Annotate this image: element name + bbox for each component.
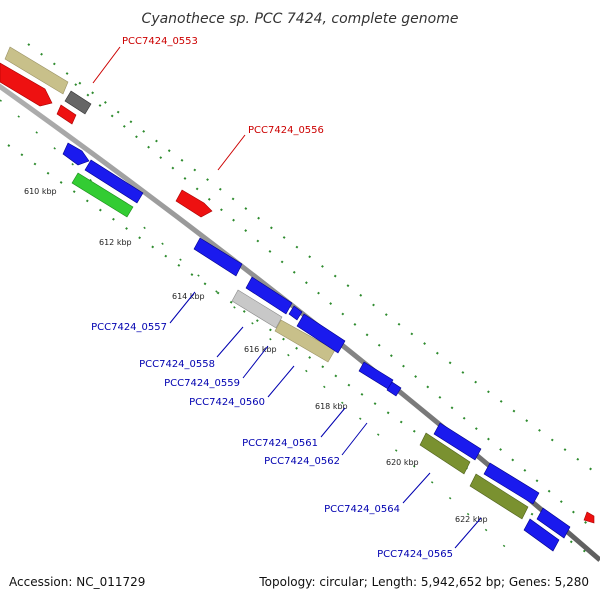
gene-red-end[interactable] bbox=[583, 511, 595, 524]
gene-lightgray-0558[interactable] bbox=[231, 289, 283, 329]
scale-label: 616 kbp bbox=[244, 345, 277, 354]
gene-label-0556[interactable]: PCC7424_0556 bbox=[248, 125, 324, 136]
gene-red-0556[interactable] bbox=[175, 189, 213, 218]
gene-label-0559[interactable]: PCC7424_0559 bbox=[164, 378, 240, 389]
scale-label: 620 kbp bbox=[386, 458, 419, 467]
leader-line-0556 bbox=[217, 134, 246, 171]
gene-blue-0561[interactable] bbox=[358, 361, 394, 390]
leader-line-0561 bbox=[320, 407, 346, 438]
scale-labels: 610 kbp 612 kbp 614 kbp 616 kbp 618 kbp … bbox=[24, 187, 488, 524]
tick-row-inner-2 bbox=[0, 99, 521, 561]
scale-label: 610 kbp bbox=[24, 187, 57, 196]
gene-label-0557[interactable]: PCC7424_0557 bbox=[91, 322, 167, 333]
gene-tan-1[interactable] bbox=[4, 46, 69, 95]
accession-text: Accession: NC_011729 bbox=[9, 575, 145, 589]
gene-red-0553[interactable] bbox=[56, 104, 77, 125]
gene-label-0564[interactable]: PCC7424_0564 bbox=[324, 504, 400, 515]
gene-blue-8[interactable] bbox=[536, 507, 571, 539]
genome-summary-text: Topology: circular; Length: 5,942,652 bp… bbox=[258, 575, 589, 589]
gene-red-1[interactable] bbox=[0, 62, 53, 107]
gene-blue-6[interactable] bbox=[433, 422, 482, 461]
gene-labels: PCC7424_0553 PCC7424_0556 PCC7424_0557 P… bbox=[91, 36, 453, 560]
leader-line-0565 bbox=[454, 517, 482, 549]
leader-line-0564 bbox=[402, 472, 431, 504]
gene-label-0560[interactable]: PCC7424_0560 bbox=[189, 397, 265, 408]
gene-gray-1[interactable] bbox=[64, 90, 92, 115]
tick-row-outer-1 bbox=[27, 43, 593, 471]
leader-lines bbox=[92, 46, 482, 549]
gene-blue-1[interactable] bbox=[62, 142, 90, 166]
leader-line-0562 bbox=[341, 422, 368, 456]
scale-label: 614 kbp bbox=[172, 292, 205, 301]
gene-blue-0562[interactable] bbox=[386, 381, 402, 397]
gene-label-0562[interactable]: PCC7424_0562 bbox=[264, 456, 340, 467]
gene-label-0553[interactable]: PCC7424_0553 bbox=[122, 36, 198, 47]
tick-row-outer-2 bbox=[74, 83, 593, 529]
map-title: Cyanothece sp. PCC 7424, complete genome bbox=[142, 11, 459, 27]
scale-label: 612 kbp bbox=[99, 238, 132, 247]
gene-features bbox=[0, 46, 595, 552]
leader-line-0559 bbox=[242, 345, 269, 379]
gene-blue-9[interactable] bbox=[523, 518, 560, 552]
leader-line-0553 bbox=[92, 46, 121, 84]
gene-label-0565[interactable]: PCC7424_0565 bbox=[377, 549, 453, 560]
gene-olive-0564[interactable] bbox=[419, 432, 471, 475]
gene-olive-0565[interactable] bbox=[469, 473, 529, 520]
scale-label: 618 kbp bbox=[315, 402, 348, 411]
leader-line-0557 bbox=[169, 291, 196, 324]
gene-blue-3[interactable] bbox=[193, 237, 243, 277]
gene-blue-2[interactable] bbox=[84, 159, 144, 204]
gene-label-0558[interactable]: PCC7424_0558 bbox=[139, 359, 215, 370]
gene-green-1[interactable] bbox=[71, 172, 134, 218]
gene-blue-0560[interactable] bbox=[296, 313, 346, 354]
gene-blue-4[interactable] bbox=[245, 276, 293, 315]
gene-label-0561[interactable]: PCC7424_0561 bbox=[242, 438, 318, 449]
gene-blue-5[interactable] bbox=[288, 305, 303, 321]
scale-label: 622 kbp bbox=[455, 515, 488, 524]
leader-line-0558 bbox=[216, 326, 244, 358]
gene-tan-0559[interactable] bbox=[274, 319, 336, 363]
leader-line-0560 bbox=[267, 365, 295, 398]
gene-blue-7[interactable] bbox=[483, 462, 540, 505]
